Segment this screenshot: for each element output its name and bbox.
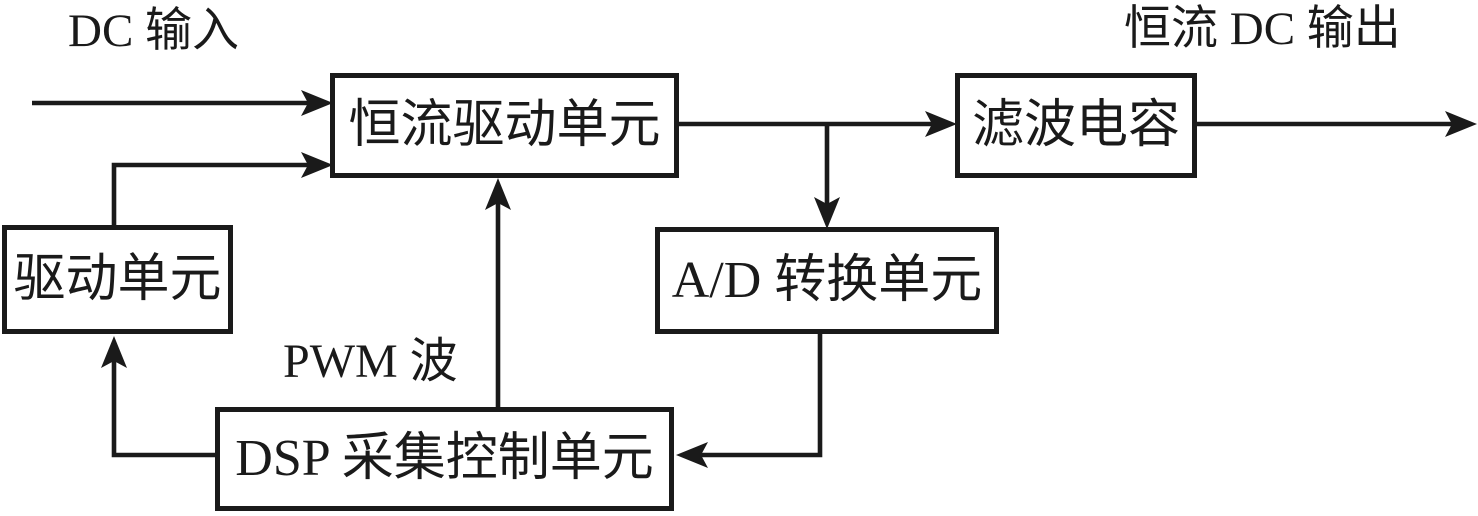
edge-drive-unit-to-cc-drive: [111, 152, 333, 225]
edge-cc-drive-to-filter: [679, 111, 957, 137]
edge-dc-input-to-drive: [32, 90, 333, 116]
pwm-wave-label: PWM 波: [283, 335, 458, 388]
edge-dsp-to-drive-unit: [101, 336, 215, 458]
node-dsp-acquisition-control-unit: DSP 采集控制单元: [215, 407, 674, 511]
node-label-ad-conversion-unit: A/D 转换单元: [671, 251, 983, 309]
edge-cc-drive-to-ad: [814, 124, 840, 229]
node-label-filter-capacitor: 滤波电容: [971, 96, 1180, 154]
node-ad-conversion-unit: A/D 转换单元: [655, 227, 999, 334]
node-filter-capacitor: 滤波电容: [955, 73, 1197, 178]
dc-input-label: DC 输入: [68, 5, 240, 57]
node-drive-unit: 驱动单元: [2, 225, 233, 334]
edge-ad-to-dsp: [676, 334, 823, 468]
edge-filter-to-output: [1197, 111, 1477, 137]
node-label-dsp-acquisition-control-unit: DSP 采集控制单元: [235, 430, 654, 487]
dc-output-label: 恒流 DC 输出: [1124, 3, 1401, 55]
node-constant-current-drive-unit: 恒流驱动单元: [330, 73, 679, 178]
edge-dsp-pwm-to-cc-drive: [485, 178, 511, 407]
node-label-constant-current-drive-unit: 恒流驱动单元: [348, 96, 661, 154]
node-label-drive-unit: 驱动单元: [13, 250, 222, 308]
